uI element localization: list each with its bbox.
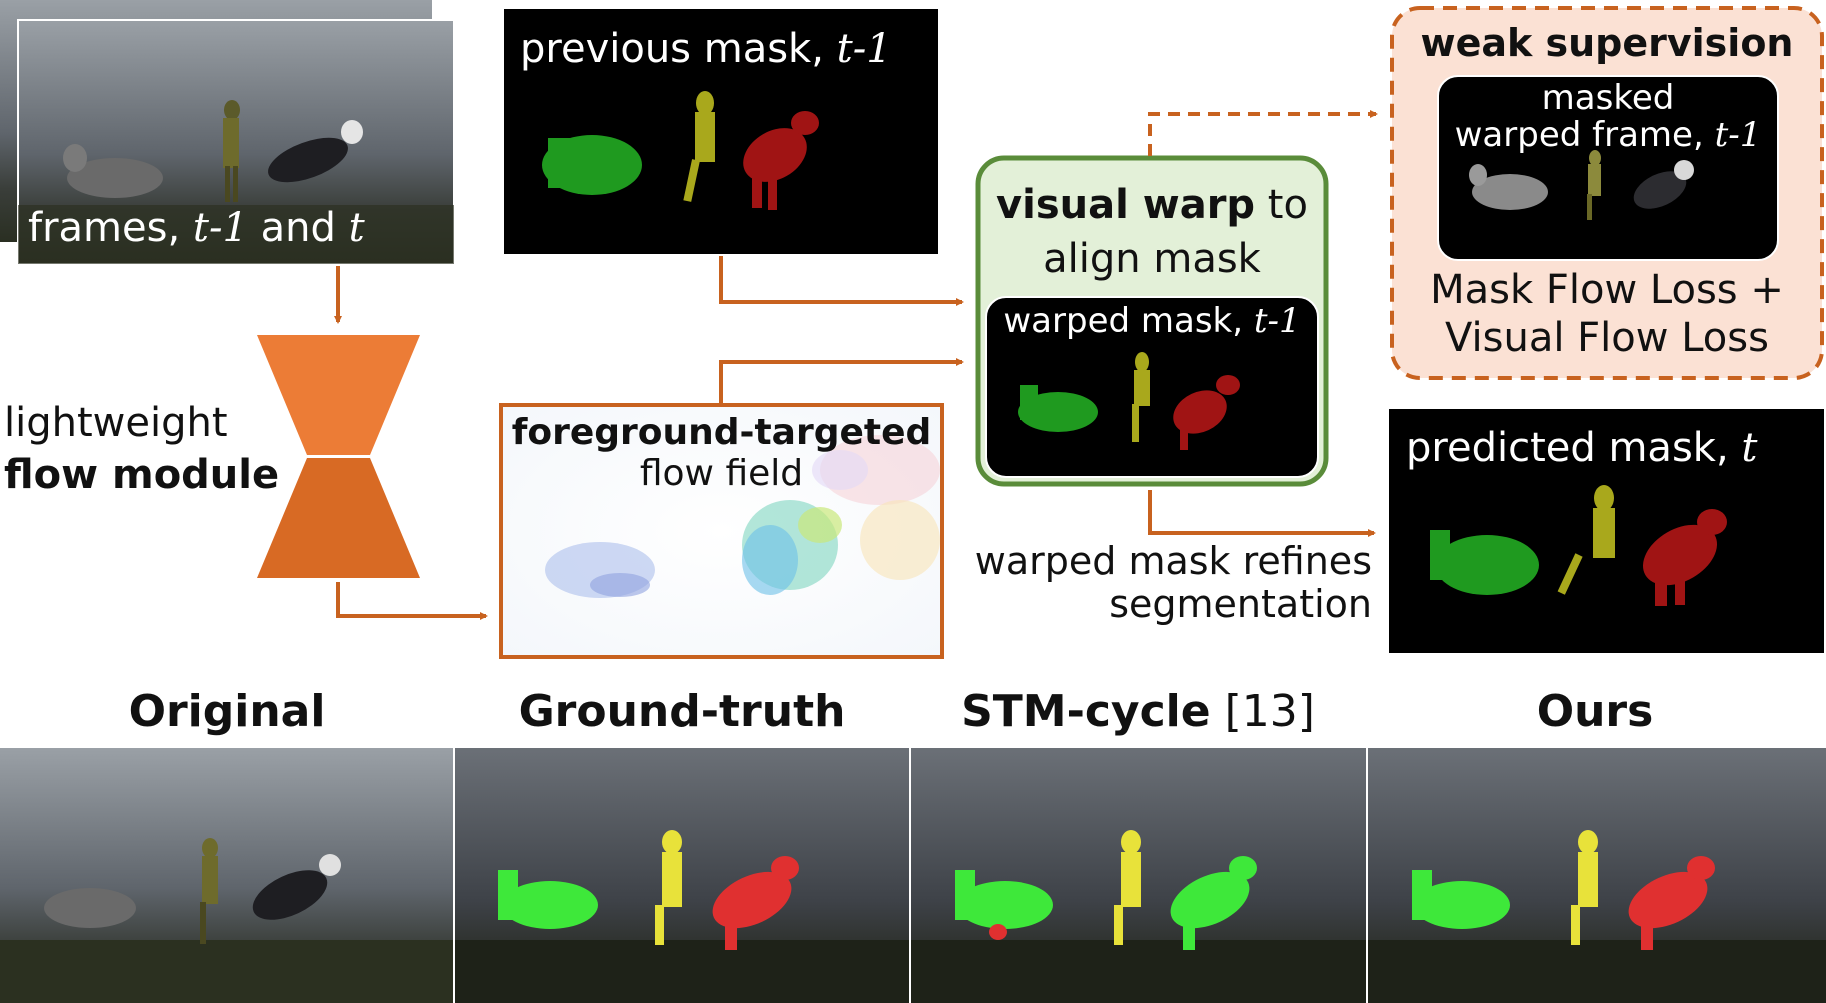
weak-supervision-title: weak supervision — [1420, 21, 1794, 65]
frames-label: frames, t-1 and t — [28, 205, 365, 251]
frames-label-prefix: frames, — [28, 205, 193, 251]
predicted-mask-label-t: t — [1741, 425, 1758, 471]
masked-frame-line1: masked — [1541, 78, 1675, 118]
previous-mask-panel — [504, 9, 938, 254]
loss-labels: Mask Flow Loss + Visual Flow Loss — [1392, 266, 1822, 362]
flow-module-hourglass — [257, 335, 420, 578]
caption-stm-cycle-text: STM-cycle — [961, 686, 1211, 737]
thumb-original — [0, 748, 453, 1003]
flow-field-panel — [499, 403, 944, 659]
flow-module-line2: flow module — [4, 452, 280, 498]
masked-frame-shapes — [1469, 150, 1694, 220]
caption-original: Original — [128, 686, 326, 737]
thumb-stm-cycle — [911, 748, 1366, 1003]
frame-dog-left — [63, 144, 163, 198]
visual-warp-rest: to — [1255, 182, 1308, 228]
flow-module-label: lightweight flow module — [4, 400, 279, 498]
comparison-strip — [0, 748, 1826, 1003]
frames-label-and: and — [247, 205, 349, 251]
visual-flow-loss: Visual Flow Loss — [1445, 315, 1769, 361]
frame-person-silhouette — [223, 100, 240, 202]
flow-field-label: foreground-targeted flow field — [503, 412, 940, 495]
flow-module-line1: lightweight — [4, 400, 228, 446]
visual-warp-box — [975, 155, 1329, 487]
frames-label-t: t — [348, 205, 365, 251]
masked-frame-line2-t: t-1 — [1714, 114, 1762, 155]
weak-supervision-box — [1390, 6, 1824, 380]
caption-stm-cycle-ref: [13] — [1210, 686, 1315, 737]
frame-dog-right — [268, 120, 363, 183]
visual-warp-bold: visual warp — [996, 182, 1256, 228]
warped-mask-label-text: warped mask, — [1003, 301, 1254, 341]
previous-mask-label: previous mask, t-1 — [520, 26, 892, 72]
flow-field-line2: flow field — [639, 453, 804, 495]
previous-mask-label-text: previous mask, — [520, 26, 837, 72]
frames-image-stack — [0, 0, 455, 265]
masked-frame-line2: warped frame, — [1454, 114, 1715, 155]
visual-warp-line2: align mask — [1043, 236, 1261, 282]
flow-field-line1: foreground-targeted — [511, 412, 932, 453]
refine-note: warped mask refines segmentation — [960, 540, 1372, 625]
frames-label-t1: t-1 — [192, 205, 248, 251]
predicted-mask-label: predicted mask, t — [1406, 425, 1757, 471]
visual-warp-label: visual warp to align mask — [980, 182, 1324, 282]
refine-note-line2: segmentation — [1109, 581, 1372, 626]
flow-arrows — [334, 110, 1378, 620]
thumb-ground-truth — [455, 748, 909, 1003]
predicted-mask-label-text: predicted mask, — [1406, 425, 1742, 471]
warped-mask-shapes — [1018, 352, 1240, 450]
previous-mask-label-t: t-1 — [836, 26, 892, 72]
warped-mask-label-t: t-1 — [1253, 301, 1301, 341]
caption-stm-cycle: STM-cycle [13] — [911, 686, 1365, 737]
masked-frame-label: masked warped frame, t-1 — [1438, 80, 1778, 153]
mask-flow-loss: Mask Flow Loss + — [1430, 267, 1784, 313]
caption-ours: Ours — [1536, 686, 1654, 737]
warped-mask-label: warped mask, t-1 — [986, 301, 1318, 341]
thumb-ours — [1368, 748, 1826, 1003]
predicted-mask-panel — [1389, 409, 1824, 653]
caption-ground-truth: Ground-truth — [518, 686, 846, 737]
refine-note-line1: warped mask refines — [974, 539, 1372, 583]
